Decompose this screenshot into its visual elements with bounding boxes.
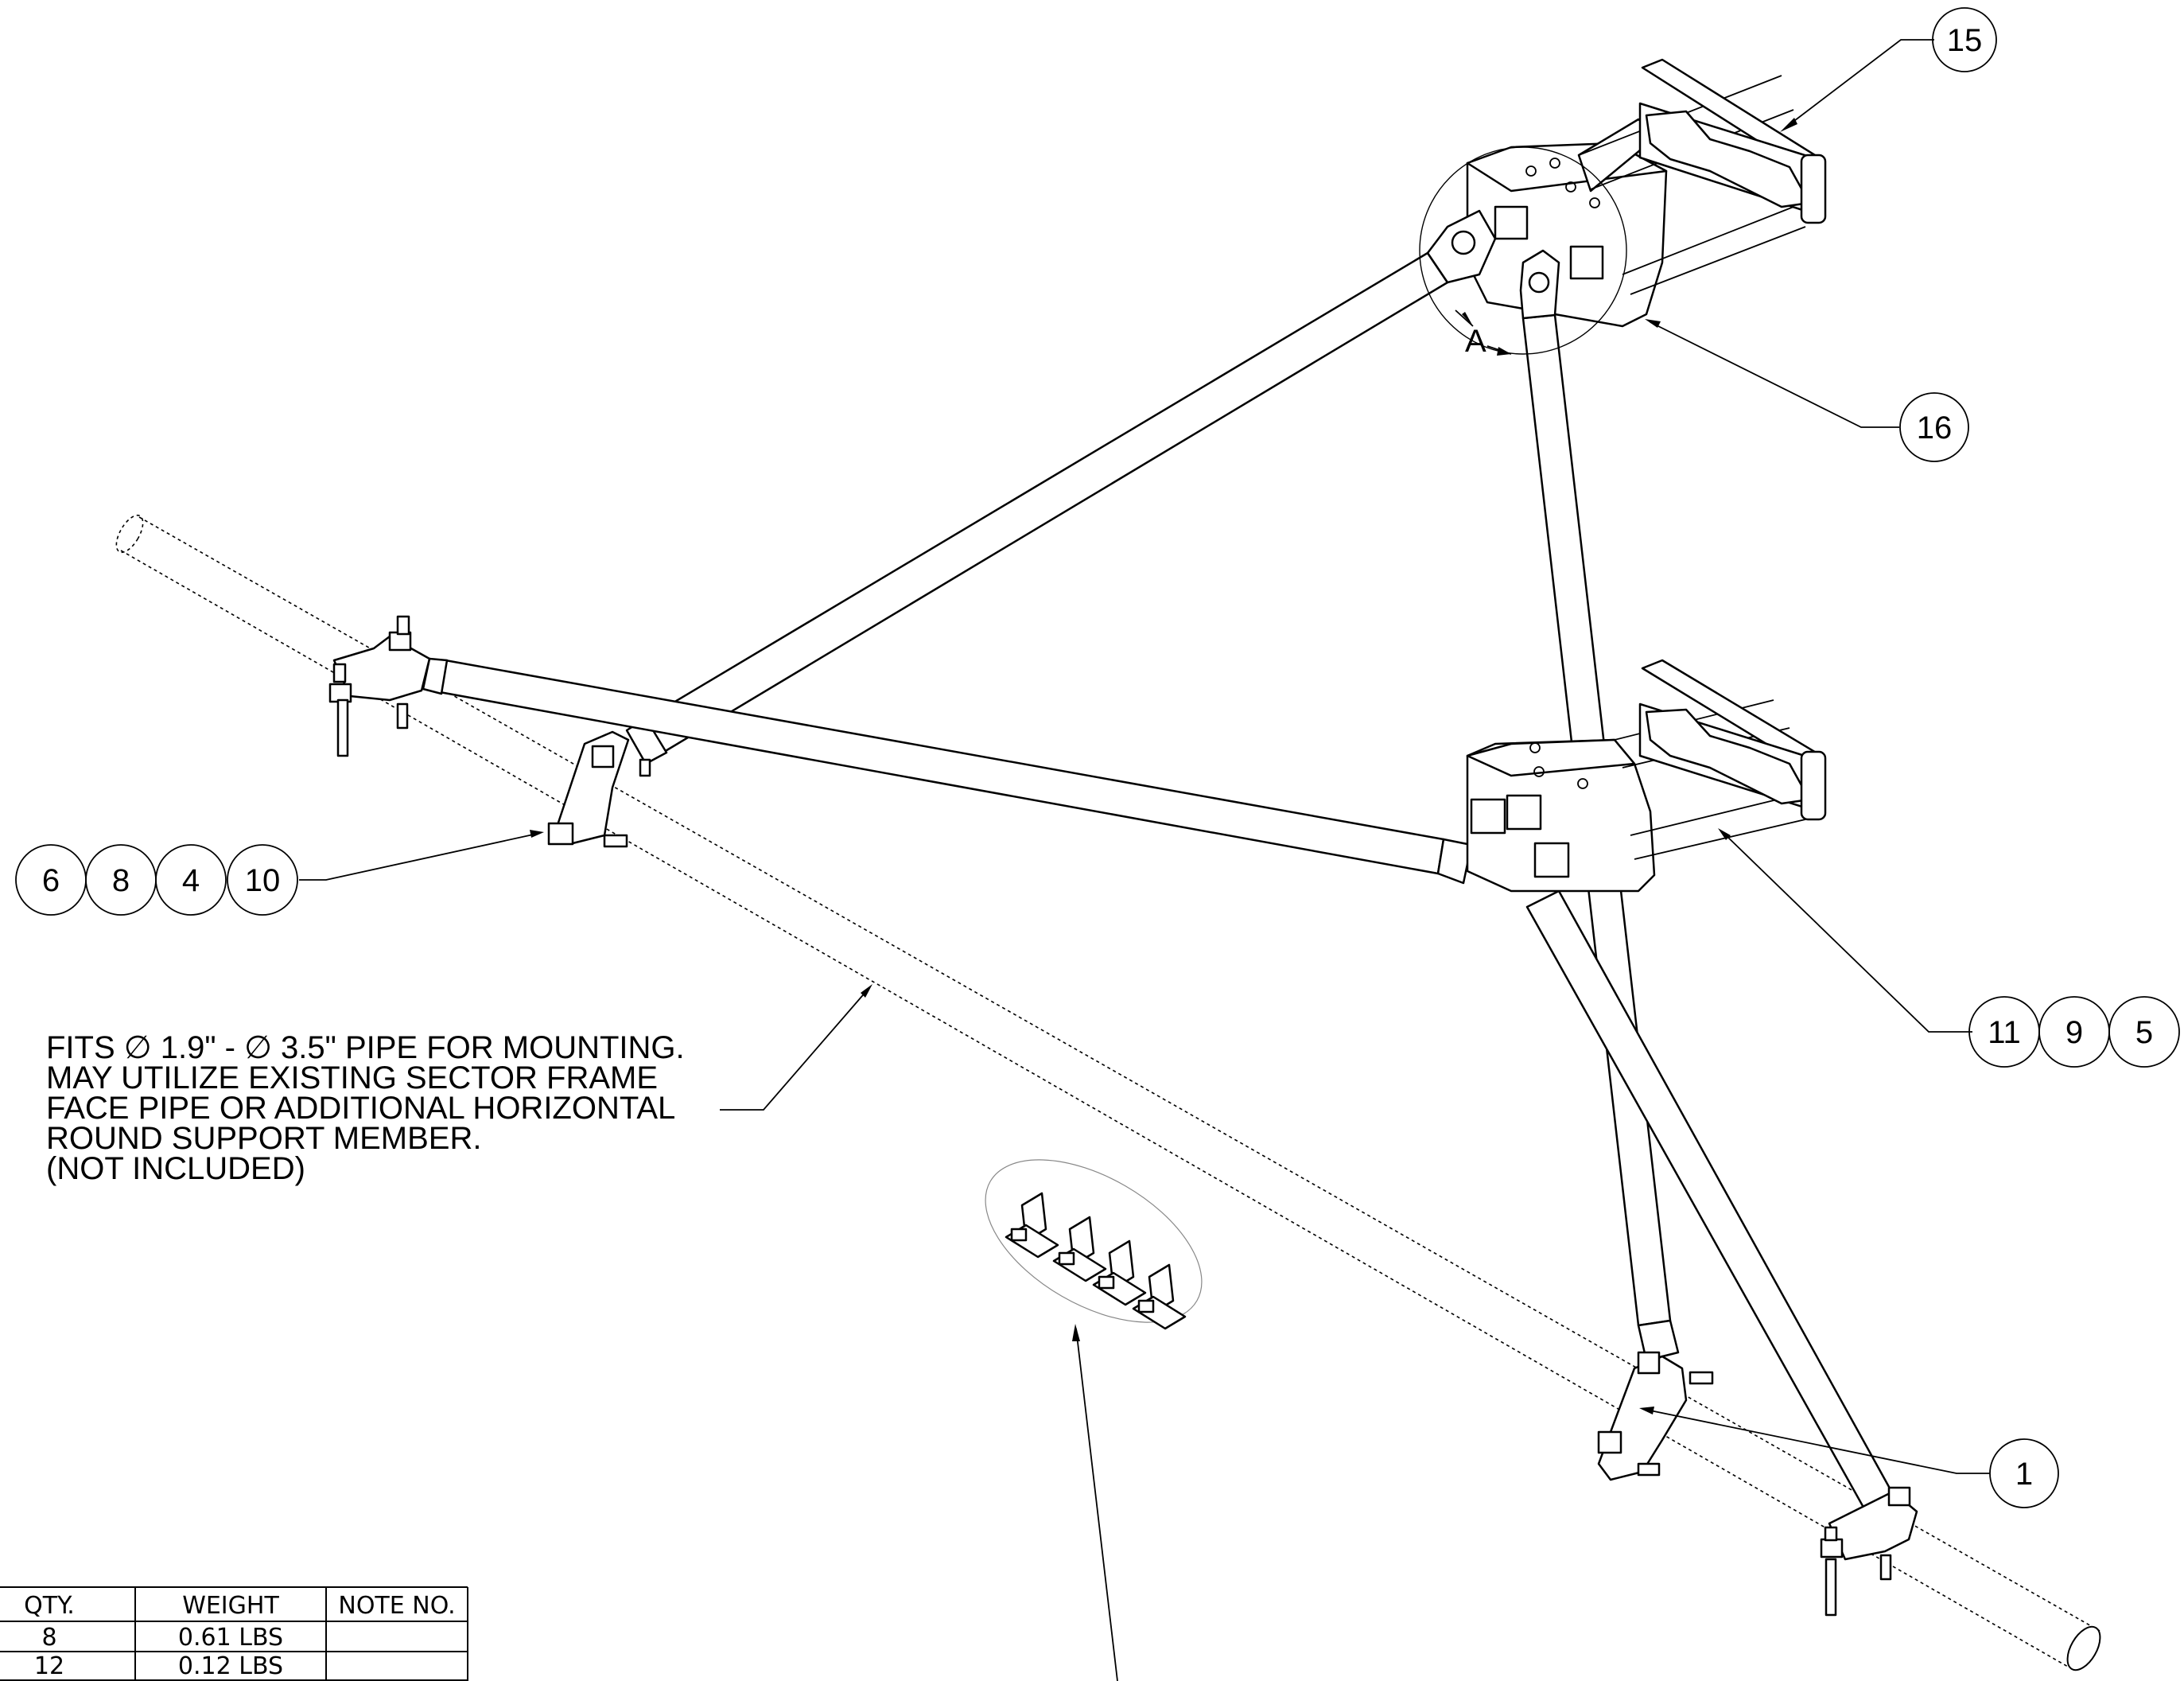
table-header-note: NOTE NO. <box>338 1592 455 1620</box>
svg-text:11: 11 <box>1988 1015 2021 1050</box>
note-line-4: ROUND SUPPORT MEMBER. <box>46 1121 481 1156</box>
balloon-16: 16 <box>1899 392 1969 462</box>
balloon-4: 4 <box>155 844 227 916</box>
angle-bracket-1 <box>1005 1192 1059 1259</box>
note-line-3: FACE PIPE OR ADDITIONAL HORIZONTAL <box>46 1091 675 1126</box>
angle-bracket-3 <box>1092 1239 1147 1306</box>
parts-table: QTY. WEIGHT NOTE NO. 8 0.61 LBS 12 0.12 … <box>0 1586 468 1681</box>
right-pipe-clamp <box>1820 1486 1918 1617</box>
detail-label: A <box>1465 324 1486 359</box>
angle-bracket-2 <box>1052 1216 1107 1282</box>
balloon-5: 5 <box>2108 996 2180 1068</box>
balloon-6: 6 <box>15 844 87 916</box>
detail-a-callout: A <box>1419 146 1627 359</box>
table-header-weight: WEIGHT <box>182 1592 279 1620</box>
angle-bracket-4 <box>1132 1263 1187 1330</box>
upper-diagonal-strut <box>625 251 1449 765</box>
right-strut-clamp <box>1597 1351 1714 1481</box>
top-bracket-assembly <box>1426 58 1827 328</box>
note-line-5: (NOT INCLUDED) <box>46 1151 305 1186</box>
svg-text:5: 5 <box>2135 1015 2153 1050</box>
svg-text:8: 8 <box>112 863 130 898</box>
leader-lines <box>299 39 1990 1681</box>
svg-text:15: 15 <box>1947 23 1983 58</box>
note-line-2: MAY UTILIZE EXISTING SECTOR FRAME <box>46 1060 658 1095</box>
horizontal-strut <box>422 657 1473 885</box>
balloon-15: 15 <box>1932 7 1997 72</box>
balloon-8: 8 <box>85 844 157 916</box>
svg-text:10: 10 <box>245 863 281 898</box>
table-header-qty: QTY. <box>24 1592 75 1620</box>
middle-bracket-assembly <box>1466 659 1827 893</box>
table-cell: 12 <box>34 1652 64 1680</box>
balloon-10: 10 <box>227 844 298 916</box>
balloon-11: 11 <box>1968 996 2040 1068</box>
svg-text:9: 9 <box>2065 1015 2083 1050</box>
svg-text:16: 16 <box>1917 411 1953 446</box>
balloon-9: 9 <box>2038 996 2110 1068</box>
loose-hardware-group <box>985 1159 1203 1330</box>
svg-text:1: 1 <box>2015 1457 2033 1492</box>
left-lower-clamp <box>547 730 651 848</box>
table-cell: 8 <box>41 1624 56 1652</box>
svg-text:6: 6 <box>42 863 60 898</box>
mounting-pipe <box>115 514 2101 1671</box>
table-cell: 0.61 LBS <box>178 1624 283 1652</box>
mounting-note: FITS ∅ 1.9" - ∅ 3.5" PIPE FOR MOUNTING. … <box>46 1030 685 1186</box>
lower-diagonal-strut <box>1525 889 1906 1533</box>
left-upper-clamp <box>328 615 431 757</box>
note-line-1: FITS ∅ 1.9" - ∅ 3.5" PIPE FOR MOUNTING. <box>46 1030 685 1065</box>
svg-text:4: 4 <box>182 863 200 898</box>
balloon-1: 1 <box>1989 1438 2059 1508</box>
table-cell: 0.12 LBS <box>178 1652 283 1680</box>
